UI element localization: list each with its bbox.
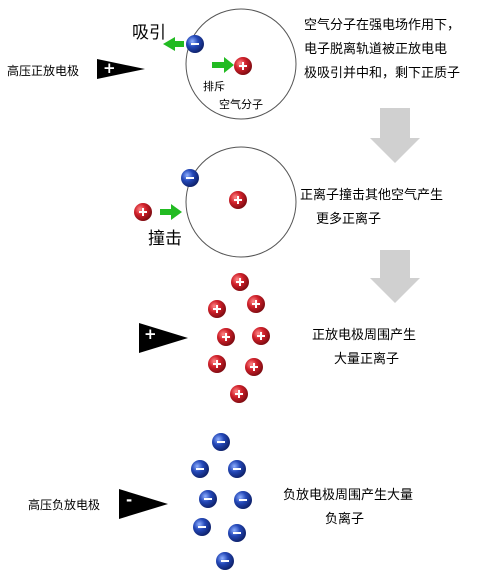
positive-ion-cloud <box>208 273 270 403</box>
stage2-desc-line: 更多正离子 <box>316 212 382 227</box>
stage3-description: 正放电极周围产生 大量正离子 <box>312 324 416 372</box>
positive-ion <box>230 385 248 403</box>
attract-arrow-icon <box>163 37 184 51</box>
stage2-desc-line: 正离子撞击其他空气产生 <box>300 188 444 203</box>
attract-label: 吸引 <box>132 23 166 43</box>
negative-ion <box>193 518 211 536</box>
positive-ion <box>208 300 226 318</box>
molecule-label: 空气分子 <box>219 98 263 111</box>
positive-electrode-1 <box>97 59 145 79</box>
collide-arrow-icon <box>160 204 182 220</box>
stage4-desc-line: 负放电极周围产生大量 <box>283 488 414 503</box>
negative-ion <box>234 491 252 509</box>
negative-ion <box>216 552 234 570</box>
down-arrow-icon-2 <box>370 250 420 303</box>
positive-ion <box>247 295 265 313</box>
stage2-description: 正离子撞击其他空气产生 更多正离子 <box>300 184 443 232</box>
positive-electrode-label: 高压正放电极 <box>7 64 80 78</box>
electron-1 <box>186 35 204 53</box>
stage1-description: 空气分子在强电场作用下， 电子脱离轨道被正放电电 极吸引并中和，剩下正质子 <box>304 14 460 86</box>
negative-ion <box>228 524 246 542</box>
positive-proton-2 <box>229 191 247 209</box>
stage1-desc-line: 空气分子在强电场作用下， <box>304 18 461 33</box>
air-molecule-circle <box>185 8 297 120</box>
positive-ion <box>245 358 263 376</box>
electron-2 <box>181 169 199 187</box>
stage4-desc-line: 负离子 <box>325 512 365 527</box>
negative-ion-cloud <box>191 433 252 570</box>
stage4-description: 负放电极周围产生大量 负离子 <box>283 484 413 532</box>
positive-electrode-2 <box>139 323 188 353</box>
air-molecule-circle-2 <box>185 146 297 258</box>
positive-ion <box>252 327 270 345</box>
down-arrow-icon-1 <box>370 108 420 163</box>
negative-ion <box>228 460 246 478</box>
positive-ion <box>231 273 249 291</box>
negative-electrode <box>119 489 168 519</box>
negative-electrode-label: 高压负放电极 <box>28 498 101 512</box>
repel-arrow-icon <box>212 57 234 73</box>
positive-electrode-symbol: + <box>103 59 116 77</box>
positive-ion <box>217 328 235 346</box>
incoming-positive-ion <box>134 203 152 221</box>
positive-ion <box>208 355 226 373</box>
positive-proton-1 <box>234 57 252 75</box>
positive-electrode-2-symbol: + <box>144 325 157 343</box>
stage1-desc-line: 极吸引并中和，剩下正质子 <box>304 66 461 81</box>
repel-label: 排斥 <box>203 80 225 93</box>
stage3-desc-line: 大量正离子 <box>334 352 400 367</box>
collide-label: 撞击 <box>148 229 182 249</box>
negative-electrode-symbol: - <box>126 491 133 509</box>
stage3-desc-line: 正放电极周围产生 <box>312 328 417 343</box>
negative-ion <box>212 433 230 451</box>
negative-ion <box>199 490 217 508</box>
negative-ion <box>191 460 209 478</box>
stage1-desc-line: 电子脱离轨道被正放电电 <box>304 42 448 57</box>
